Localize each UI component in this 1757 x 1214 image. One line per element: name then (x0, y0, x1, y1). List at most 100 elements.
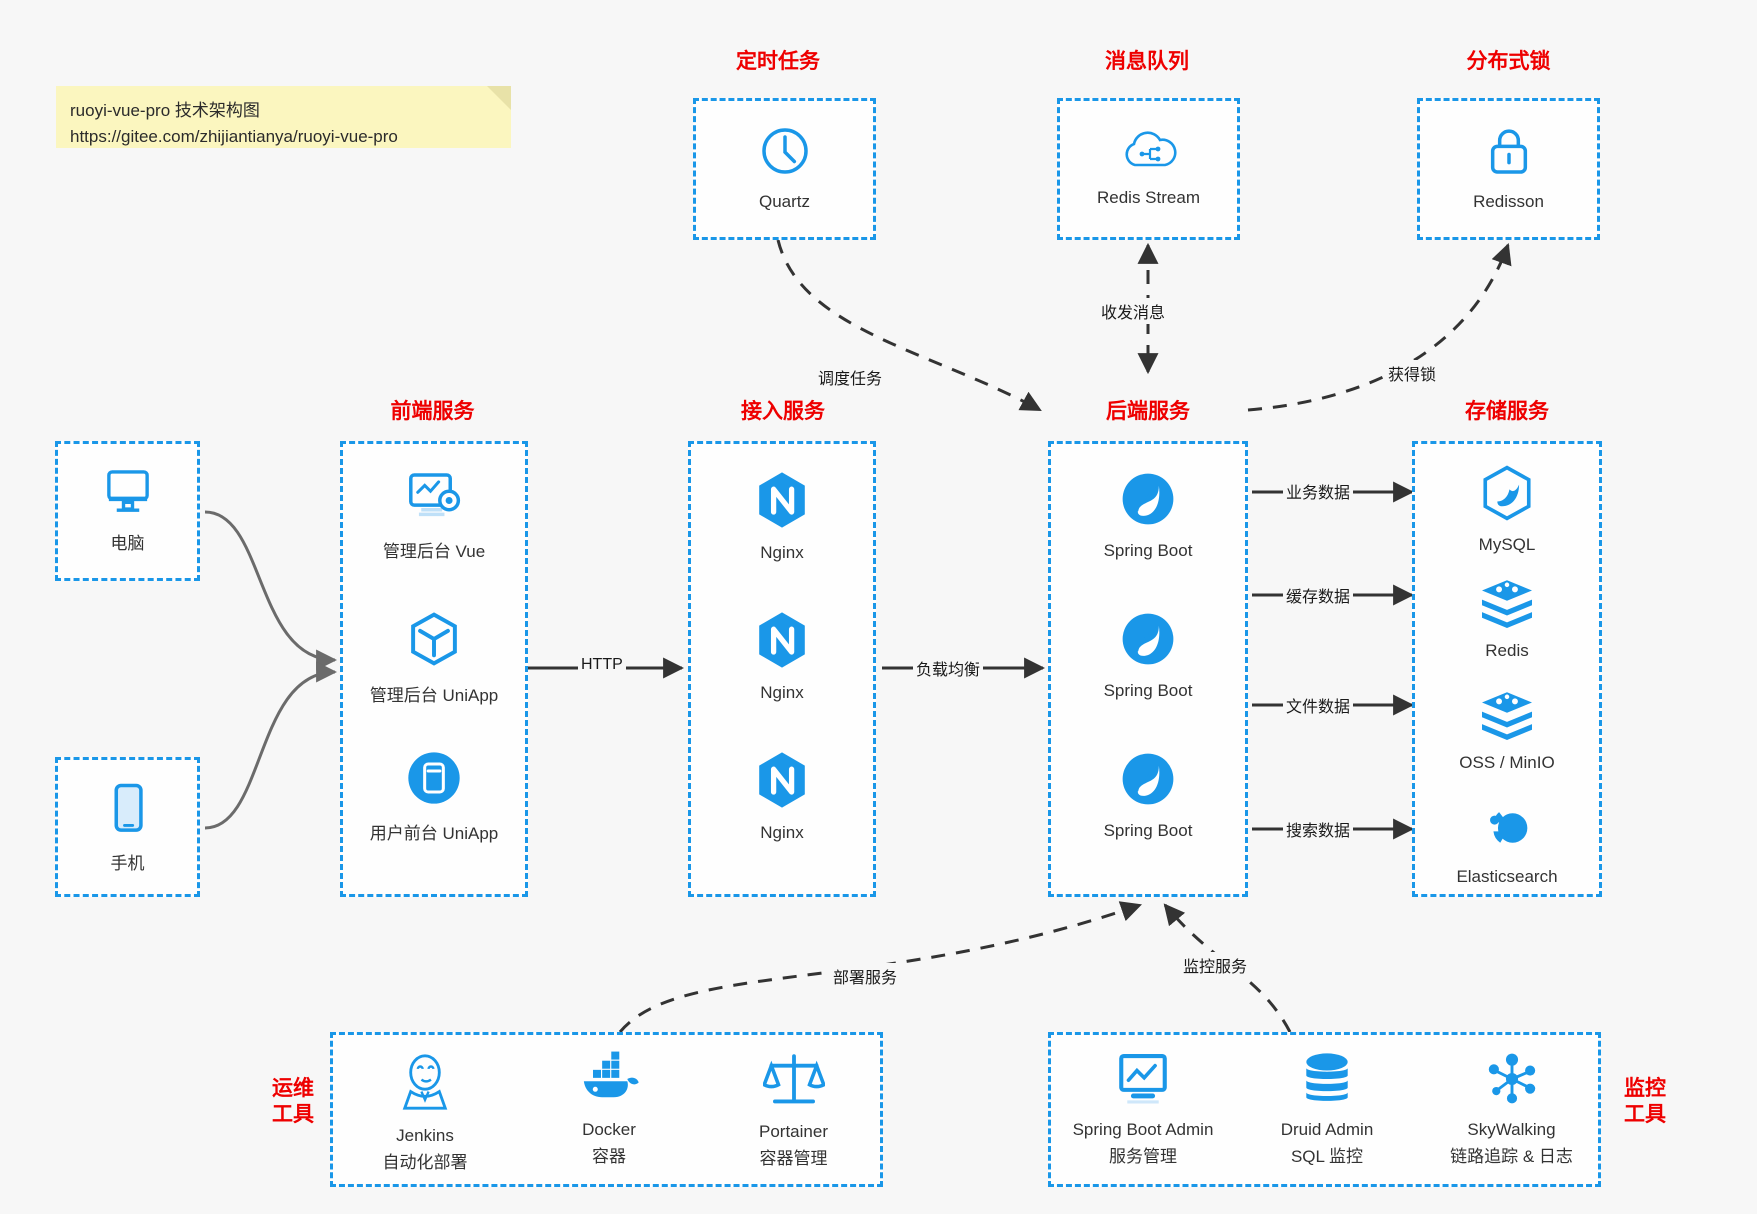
jenkins-butler-icon (333, 1051, 517, 1118)
group-title-mq: 消息队列 (1105, 50, 1189, 73)
spring-leaf-icon (1051, 470, 1245, 533)
node-user-uniapp[interactable]: 用户前台 UniApp (343, 750, 525, 844)
node-portainer[interactable]: Portainer 容器管理 (701, 1051, 886, 1169)
edge-label-file-data: 文件数据 (1283, 692, 1354, 718)
mobile-icon (58, 782, 197, 841)
group-title-scheduler: 定时任务 (736, 50, 820, 73)
edge-label-load-balance: 负载均衡 (913, 655, 984, 681)
node-spring-boot-3[interactable]: Spring Boot (1051, 750, 1245, 841)
group-title-gateway: 接入服务 (741, 400, 825, 423)
group-title-devops: 运维 工具 (258, 1076, 328, 1129)
node-oss-minio[interactable]: OSS / MinIO (1415, 690, 1599, 773)
edge-label-business-data: 业务数据 (1283, 478, 1354, 504)
node-sublabel: 服务管理 (1109, 1147, 1177, 1166)
nginx-icon (691, 610, 873, 675)
node-nginx-2[interactable]: Nginx (691, 610, 873, 703)
elasticsearch-icon (1415, 802, 1599, 859)
node-spring-boot-admin[interactable]: Spring Boot Admin 服务管理 (1051, 1051, 1235, 1167)
node-docker[interactable]: Docker 容器 (517, 1051, 701, 1167)
clock-icon (696, 123, 873, 184)
node-nginx-1[interactable]: Nginx (691, 470, 873, 563)
group-scheduler: Quartz (693, 98, 876, 240)
node-label: Spring Boot Admin (1072, 1120, 1214, 1139)
node-label: Docker (582, 1120, 636, 1139)
edge-label-search-data: 搜索数据 (1283, 816, 1354, 842)
node-nginx-3[interactable]: Nginx (691, 750, 873, 843)
diagram-note: ruoyi-vue-pro 技术架构图 https://gitee.com/zh… (56, 86, 511, 148)
node-label: 手机 (110, 854, 145, 873)
nginx-icon (691, 750, 873, 815)
desktop-icon (58, 466, 197, 521)
group-backend: Spring Boot Spring Boot Spring Boot (1048, 441, 1248, 897)
group-title-storage: 存储服务 (1465, 400, 1549, 423)
cloud-network-icon (1060, 125, 1237, 180)
group-frontend: 管理后台 Vue 管理后台 UniApp 用户前台 UniApp (340, 441, 528, 897)
cube-icon (343, 610, 525, 673)
node-graph-icon (1419, 1051, 1604, 1112)
node-redisson[interactable]: Redisson (1420, 123, 1597, 212)
nginx-icon (691, 470, 873, 535)
node-druid-admin[interactable]: Druid Admin SQL 监控 (1235, 1051, 1419, 1167)
node-label: Quartz (758, 192, 811, 211)
group-title-monitor: 监控 工具 (1610, 1076, 1680, 1129)
node-label: Elasticsearch (1456, 867, 1558, 886)
node-spring-boot-2[interactable]: Spring Boot (1051, 610, 1245, 701)
node-jenkins[interactable]: Jenkins 自动化部署 (333, 1051, 517, 1173)
node-skywalking[interactable]: SkyWalking 链路追踪 & 日志 (1419, 1051, 1604, 1167)
database-icon (1235, 1051, 1419, 1112)
group-monitor: Spring Boot Admin 服务管理 Druid Admin SQL 监… (1048, 1032, 1601, 1187)
redis-stack-icon (1415, 578, 1599, 633)
edge-label-schedule-task: 调度任务 (815, 364, 886, 390)
group-title-monitor-line1: 监控 (1624, 1077, 1666, 1100)
node-mysql[interactable]: MySQL (1415, 464, 1599, 555)
node-sublabel: 容器 (592, 1147, 626, 1166)
node-label: SkyWalking (1467, 1120, 1556, 1139)
group-title-lock: 分布式锁 (1466, 50, 1551, 73)
node-label: 电脑 (110, 534, 145, 553)
mysql-dolphin-icon (1415, 464, 1599, 527)
spring-leaf-icon (1051, 610, 1245, 673)
node-quartz[interactable]: Quartz (696, 123, 873, 212)
node-label: OSS / MinIO (1459, 753, 1555, 772)
node-redis[interactable]: Redis (1415, 578, 1599, 661)
node-mobile[interactable]: 手机 (58, 782, 197, 874)
node-label: Redisson (1473, 192, 1544, 211)
group-title-backend: 后端服务 (1106, 400, 1190, 423)
node-redis-stream[interactable]: Redis Stream (1060, 125, 1237, 208)
group-gateway: Nginx Nginx Nginx (688, 441, 876, 897)
node-label: Jenkins (396, 1126, 454, 1145)
edge-label-cache-data: 缓存数据 (1283, 582, 1354, 608)
node-sublabel: SQL 监控 (1290, 1147, 1364, 1166)
group-lock: Redisson (1417, 98, 1600, 240)
node-label: Portainer (759, 1122, 828, 1141)
edge-label-acquire-lock: 获得锁 (1385, 360, 1440, 386)
node-elasticsearch[interactable]: Elasticsearch (1415, 802, 1599, 887)
node-label: Spring Boot (1103, 541, 1193, 560)
group-title-monitor-line2: 工具 (1624, 1103, 1666, 1127)
node-label: Redis (1485, 641, 1529, 660)
edge-label-send-receive-message: 收发消息 (1098, 298, 1169, 324)
group-client-desktop: 电脑 (55, 441, 200, 581)
app-window-icon (343, 750, 525, 811)
node-admin-vue[interactable]: 管理后台 Vue (343, 470, 525, 562)
group-devops: Jenkins 自动化部署 Docker 容器 (330, 1032, 883, 1187)
edge-label-deploy-service: 部署服务 (830, 963, 901, 989)
node-sublabel: 容器管理 (759, 1149, 828, 1168)
node-desktop[interactable]: 电脑 (58, 466, 197, 554)
node-label: Nginx (760, 683, 804, 702)
node-admin-uniapp[interactable]: 管理后台 UniApp (343, 610, 525, 706)
group-title-frontend: 前端服务 (390, 400, 475, 423)
node-sublabel: 链路追踪 & 日志 (1450, 1147, 1573, 1166)
node-label: Druid Admin (1280, 1120, 1374, 1139)
note-fold-icon (487, 86, 511, 110)
object-storage-icon (1415, 690, 1599, 745)
node-label: Spring Boot (1103, 681, 1193, 700)
docker-whale-icon (517, 1051, 701, 1112)
node-label: Nginx (760, 823, 804, 842)
note-line-1: ruoyi-vue-pro 技术架构图 (70, 101, 260, 120)
node-spring-boot-1[interactable]: Spring Boot (1051, 470, 1245, 561)
node-label: 用户前台 UniApp (369, 824, 499, 843)
node-label: MySQL (1478, 535, 1536, 554)
node-label: Nginx (760, 543, 804, 562)
